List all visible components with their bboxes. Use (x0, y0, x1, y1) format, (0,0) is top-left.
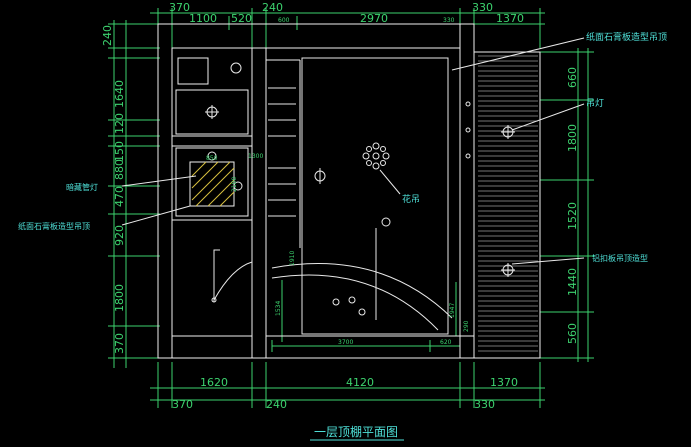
fixtures (205, 57, 515, 335)
dim-left-4: 150 (113, 141, 126, 162)
label-chandelier: 花吊 (402, 193, 420, 205)
metal-ceiling-hatch (478, 55, 538, 352)
dim-inner-1534: 1534 (275, 301, 282, 316)
dim-top-inner-1: 1100 (189, 12, 217, 25)
drawing-title: 一层顶棚平面图 (314, 424, 398, 439)
dim-inner-620: 620 (440, 339, 452, 346)
label-pendant: 吊灯 (586, 98, 604, 109)
dim-inner-1910: 1910 (289, 251, 296, 266)
label-ceiling-top: 纸面石膏板造型吊顶 (586, 31, 667, 43)
dim-left-1: 240 (101, 25, 114, 46)
dim-top-inner-4: 2970 (360, 12, 388, 25)
dim-bottom-outer-1: 370 (172, 398, 193, 411)
dim-right-5: 560 (566, 323, 579, 344)
dim-top-inner-5: 330 (443, 17, 455, 24)
dim-top-outer-3: 330 (472, 1, 493, 14)
label-pipe-light: 暗藏管灯 (66, 182, 98, 192)
dim-bottom-outer-2: 240 (266, 398, 287, 411)
chandelier-symbol (362, 142, 390, 170)
dim-right-1: 660 (566, 67, 579, 88)
dim-top-outer-2: 240 (262, 1, 283, 14)
dim-bottom-outer-3: 330 (474, 398, 495, 411)
dim-left-8: 1800 (113, 284, 126, 312)
dim-bottom-1: 1620 (200, 376, 228, 389)
dim-left-9: 370 (113, 333, 126, 354)
dim-left-6: 470 (113, 186, 126, 207)
dim-right-4: 1440 (566, 268, 579, 296)
dim-bottom-3: 1370 (490, 376, 518, 389)
annotation-labels: 纸面石膏板造型吊顶 吊灯 暗藏管灯 纸面石膏板造型吊顶 花吊 铝扣板吊顶造型 一… (18, 31, 667, 439)
label-ceiling-left: 纸面石膏板造型吊顶 (18, 221, 90, 231)
dim-top-inner-3: 600 (278, 17, 290, 24)
dim-left-3: 120 (113, 113, 126, 134)
dim-left-5: 880 (113, 159, 126, 180)
dim-left-7: 920 (113, 225, 126, 246)
dim-bottom-2: 4120 (346, 376, 374, 389)
dim-left-2: 1640 (113, 80, 126, 108)
dim-inner-1947: 1947 (449, 303, 456, 318)
dim-inner-850: 850 (206, 155, 218, 162)
dim-inner-2100: 2100 (231, 177, 238, 192)
hatched-light-box (191, 161, 235, 207)
dim-right-3: 1520 (566, 202, 579, 230)
dim-inner-290: 290 (463, 320, 470, 332)
leader-lines (121, 37, 585, 320)
dim-top-outer-1: 370 (169, 1, 190, 14)
dim-inner-3700: 3700 (338, 339, 353, 346)
dimension-texts: 370 240 330 1100 520 600 2970 330 1370 1… (101, 1, 579, 411)
dim-top-inner-2: 520 (231, 12, 252, 25)
dim-inner-1300: 1300 (248, 153, 263, 160)
dim-top-right: 1370 (496, 12, 524, 25)
dim-right-2: 1800 (566, 124, 579, 152)
label-metal-ceiling: 铝扣板吊顶造型 (592, 253, 648, 263)
walls (157, 23, 541, 359)
